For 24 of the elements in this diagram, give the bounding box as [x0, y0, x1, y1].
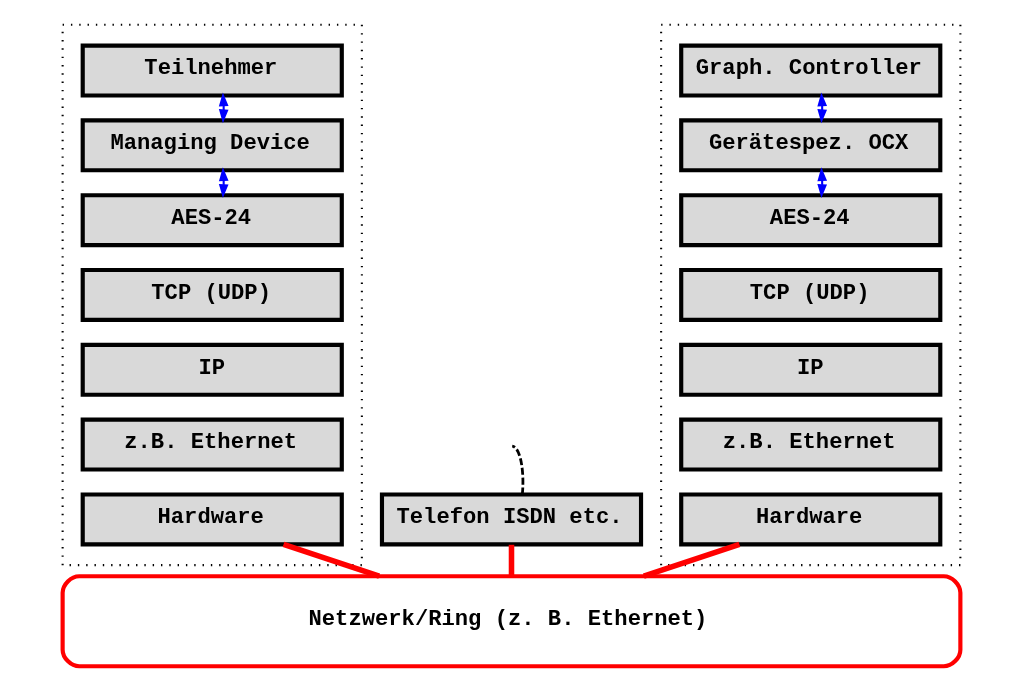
node-box: Graph. Controller: [678, 43, 942, 98]
node-box: Teilnehmer: [80, 43, 344, 98]
node-box: Netzwerk/Ring (z. B. Ethernet): [60, 574, 962, 669]
node-box: z.B. Ethernet: [80, 417, 344, 472]
connector: [511, 444, 524, 495]
node-box: Gerätespez. OCX: [678, 118, 942, 173]
cluster: [659, 23, 961, 567]
arrow: [816, 167, 827, 199]
node-box: Managing Device: [80, 118, 344, 173]
arrow: [218, 92, 229, 124]
node-box: TCP (UDP): [80, 267, 344, 322]
connector: [508, 544, 514, 576]
node-box: Hardware: [678, 492, 942, 547]
node-box: IP: [678, 342, 942, 397]
cluster: [61, 23, 363, 567]
node-box: Hardware: [80, 492, 344, 547]
node-box: AES-24: [678, 193, 942, 248]
arrow: [218, 167, 229, 199]
node-box: Telefon ISDN etc.: [379, 492, 643, 547]
node-box: AES-24: [80, 193, 344, 248]
arrow: [816, 92, 827, 124]
node-box: TCP (UDP): [678, 267, 942, 322]
node-box: IP: [80, 342, 344, 397]
node-box: z.B. Ethernet: [678, 417, 942, 472]
